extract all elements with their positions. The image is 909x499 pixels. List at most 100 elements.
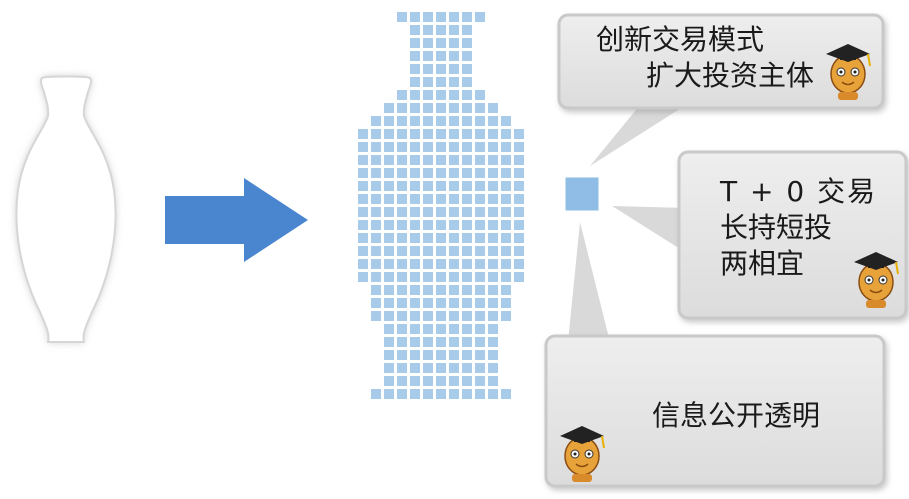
pixel-block <box>410 12 420 22</box>
callout-3-line-1: 信息公开透明 <box>652 399 821 432</box>
pixel-block <box>397 311 407 321</box>
pixel-block <box>384 116 394 126</box>
pixel-block <box>436 25 446 35</box>
pixel-block <box>423 142 433 152</box>
pixel-block <box>514 233 524 243</box>
pixel-block <box>436 38 446 48</box>
pixel-block <box>449 90 459 100</box>
vase-icon <box>15 75 117 343</box>
pixel-block <box>501 116 511 126</box>
pixel-block <box>475 181 485 191</box>
pixel-block <box>410 337 420 347</box>
pixel-block <box>397 363 407 373</box>
pixel-block <box>384 311 394 321</box>
pixel-block <box>449 116 459 126</box>
callout-2 <box>612 150 908 320</box>
pixel-block <box>410 376 420 386</box>
pixel-block <box>423 259 433 269</box>
pixel-block <box>501 194 511 204</box>
pixel-block <box>397 12 407 22</box>
pixel-block <box>475 12 485 22</box>
pixel-block <box>449 194 459 204</box>
pixel-block <box>449 77 459 87</box>
pixel-block <box>501 207 511 217</box>
pixel-block <box>488 129 498 139</box>
pixel-block <box>475 194 485 204</box>
pixel-block <box>488 311 498 321</box>
pixel-block <box>462 51 472 61</box>
pixel-block <box>410 116 420 126</box>
pixel-block <box>423 129 433 139</box>
pixel-block <box>371 285 381 295</box>
pixel-block <box>423 376 433 386</box>
pixel-block <box>462 90 472 100</box>
pixel-block <box>501 259 511 269</box>
pixel-block <box>501 129 511 139</box>
pixel-block <box>410 389 420 399</box>
pixel-block <box>462 64 472 74</box>
pixel-block <box>449 155 459 165</box>
pixel-block <box>436 376 446 386</box>
pixel-block <box>449 311 459 321</box>
scholar-mascot-icon <box>560 426 605 482</box>
pixel-block <box>475 337 485 347</box>
pixel-block <box>449 129 459 139</box>
pixel-block <box>436 324 446 334</box>
pixel-block <box>397 272 407 282</box>
pixel-block <box>397 142 407 152</box>
pixel-block <box>488 168 498 178</box>
pixel-block <box>475 116 485 126</box>
pixel-block <box>371 155 381 165</box>
pixel-block <box>475 350 485 360</box>
pixel-block <box>436 259 446 269</box>
pixel-block <box>436 246 446 256</box>
pixel-block <box>449 12 459 22</box>
pixel-block <box>462 168 472 178</box>
pixel-block <box>397 220 407 230</box>
pixel-block <box>475 155 485 165</box>
pixel-block <box>449 25 459 35</box>
pixel-block <box>410 64 420 74</box>
pixel-block <box>436 363 446 373</box>
pixel-block <box>475 168 485 178</box>
pixel-block <box>462 376 472 386</box>
pixel-block <box>384 181 394 191</box>
pixel-block <box>475 298 485 308</box>
pixel-block <box>475 324 485 334</box>
pixel-block <box>501 272 511 282</box>
pixel-block <box>462 350 472 360</box>
pixel-block <box>462 207 472 217</box>
pixel-block <box>410 194 420 204</box>
pixel-block <box>488 103 498 113</box>
pixel-block <box>501 220 511 230</box>
pixel-block <box>449 207 459 217</box>
pixel-block <box>423 90 433 100</box>
callout-3 <box>544 222 886 488</box>
pixel-block <box>371 233 381 243</box>
pixel-block <box>410 246 420 256</box>
pixel-block <box>514 168 524 178</box>
pixel-block <box>436 142 446 152</box>
pixel-block <box>449 220 459 230</box>
pixel-block <box>462 38 472 48</box>
pixel-block <box>410 285 420 295</box>
callout-3-text: 信息公开透明 <box>652 398 820 434</box>
pixel-block <box>384 103 394 113</box>
pixel-block <box>462 389 472 399</box>
pixel-block <box>397 246 407 256</box>
pixel-block <box>384 298 394 308</box>
pixel-block <box>397 259 407 269</box>
pixel-block <box>371 298 381 308</box>
pixel-block <box>475 233 485 243</box>
pixel-block <box>449 38 459 48</box>
pixel-block <box>475 311 485 321</box>
pixel-block <box>410 38 420 48</box>
pixel-block <box>462 25 472 35</box>
pixel-block <box>462 12 472 22</box>
pixel-block <box>358 207 368 217</box>
pixel-block <box>501 246 511 256</box>
pixel-block <box>397 285 407 295</box>
pixel-block <box>436 90 446 100</box>
pixel-block <box>384 389 394 399</box>
